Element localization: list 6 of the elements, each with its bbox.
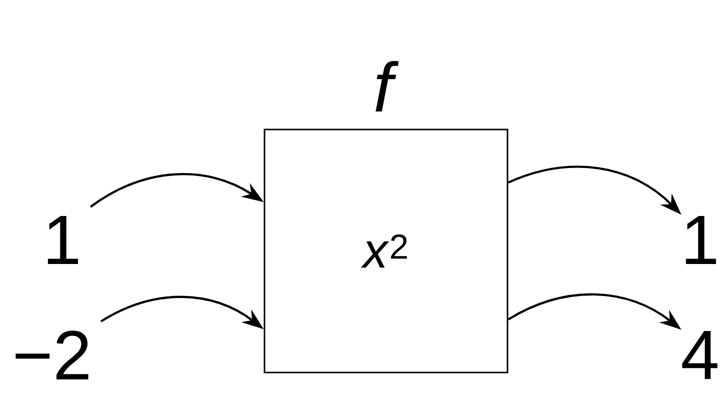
- number-label: 1: [686, 216, 716, 264]
- number-label: −2: [16, 330, 88, 380]
- function-name: f: [376, 61, 399, 112]
- function-box: x$^{2}$: [264, 128, 508, 374]
- number-label: 4: [682, 331, 718, 379]
- number-label: 1: [48, 216, 78, 264]
